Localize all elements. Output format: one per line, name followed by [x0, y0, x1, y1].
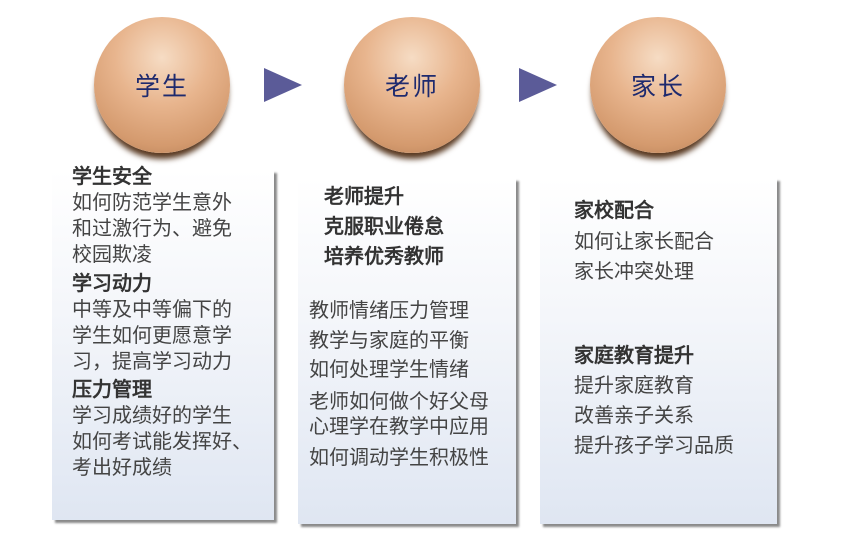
text-line: 中等及中等偏下的: [72, 297, 232, 321]
text-line: 家长冲突处理: [574, 259, 694, 283]
section-title: 家校配合: [574, 198, 654, 222]
node-student: 学生: [94, 17, 230, 153]
text-line: 提升家庭教育: [574, 373, 694, 397]
heading: 培养优秀教师: [324, 244, 444, 268]
text-line: 老师如何做个好父母: [309, 389, 489, 413]
text-line: 教师情绪压力管理: [309, 298, 469, 322]
section-title: 学习动力: [72, 271, 152, 295]
text-line: 如何防范学生意外: [72, 190, 232, 214]
text-line: 学生如何更愿意学: [72, 323, 232, 347]
text-line: 学习成绩好的学生: [72, 403, 232, 427]
text-line: 心理学在教学中应用: [309, 414, 489, 438]
heading: 克服职业倦怠: [324, 214, 444, 238]
text-line: 习，提高学习动力: [72, 349, 232, 373]
text-line: 如何调动学生积极性: [309, 445, 489, 469]
text-line: 校园欺凌: [72, 242, 152, 266]
node-parent: 家长: [590, 17, 726, 153]
panel-teacher: [298, 178, 516, 524]
text-line: 如何让家长配合: [574, 229, 714, 253]
node-label: 家长: [630, 72, 685, 101]
arrow-right-icon: [264, 68, 302, 102]
section-title: 学生安全: [72, 164, 152, 188]
node-teacher: 老师: [344, 17, 480, 153]
node-label: 老师: [384, 72, 439, 101]
section-title: 压力管理: [72, 377, 152, 401]
text-line: 教学与家庭的平衡: [309, 328, 469, 352]
node-label: 学生: [134, 72, 189, 101]
text-line: 提升孩子学习品质: [574, 433, 734, 457]
text-line: 和过激行为、避免: [72, 216, 232, 240]
arrow-right-icon: [519, 68, 557, 102]
panel-student: [52, 170, 274, 520]
text-line: 改善亲子关系: [574, 403, 694, 427]
panel-parent: [540, 178, 777, 524]
text-line: 考出好成绩: [72, 455, 172, 479]
text-line: 如何考试能发挥好、: [72, 429, 252, 453]
section-title: 家庭教育提升: [574, 343, 694, 367]
text-line: 如何处理学生情绪: [309, 357, 469, 381]
heading: 老师提升: [324, 184, 404, 208]
